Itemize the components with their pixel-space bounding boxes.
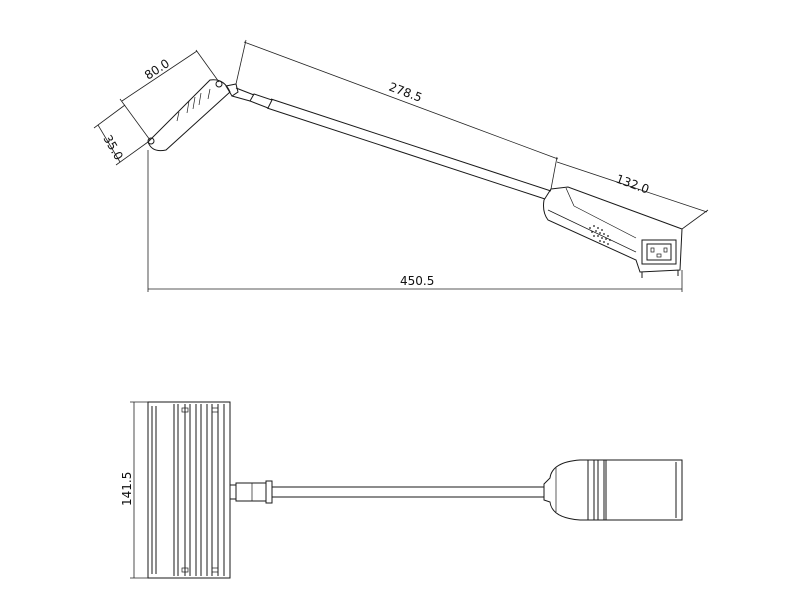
- dimension-head-height: 35.0: [93, 104, 149, 166]
- power-inlet-icon: [641, 239, 677, 265]
- dimension-label-width: 141.5: [120, 472, 134, 506]
- top-base: [543, 459, 683, 521]
- dimension-label-overall-length: 450.5: [400, 274, 434, 288]
- dimension-overall-length: 450.5: [147, 150, 683, 292]
- dimension-label-arm-length: 278.5: [387, 80, 424, 105]
- dimension-width: 141.5: [120, 401, 148, 579]
- heatsink-head: [147, 401, 231, 579]
- side-view: 80.0 35.0 278.5 132.0 450.5: [93, 39, 709, 292]
- dimension-label-head-length: 80.0: [142, 56, 172, 82]
- dimension-label-base-length: 132.0: [614, 172, 651, 197]
- lamp-head: [147, 79, 239, 152]
- dimension-arm-length: 278.5: [235, 39, 559, 190]
- top-arm: [229, 480, 544, 504]
- dimension-label-head-height: 35.0: [100, 133, 125, 163]
- dimension-base-length: 132.0: [556, 161, 709, 230]
- lamp-arm: [231, 87, 552, 200]
- vent-grid: [589, 225, 611, 245]
- dimension-head-length: 80.0: [119, 49, 220, 141]
- top-view: 141.5: [120, 401, 683, 579]
- power-base: [543, 186, 683, 278]
